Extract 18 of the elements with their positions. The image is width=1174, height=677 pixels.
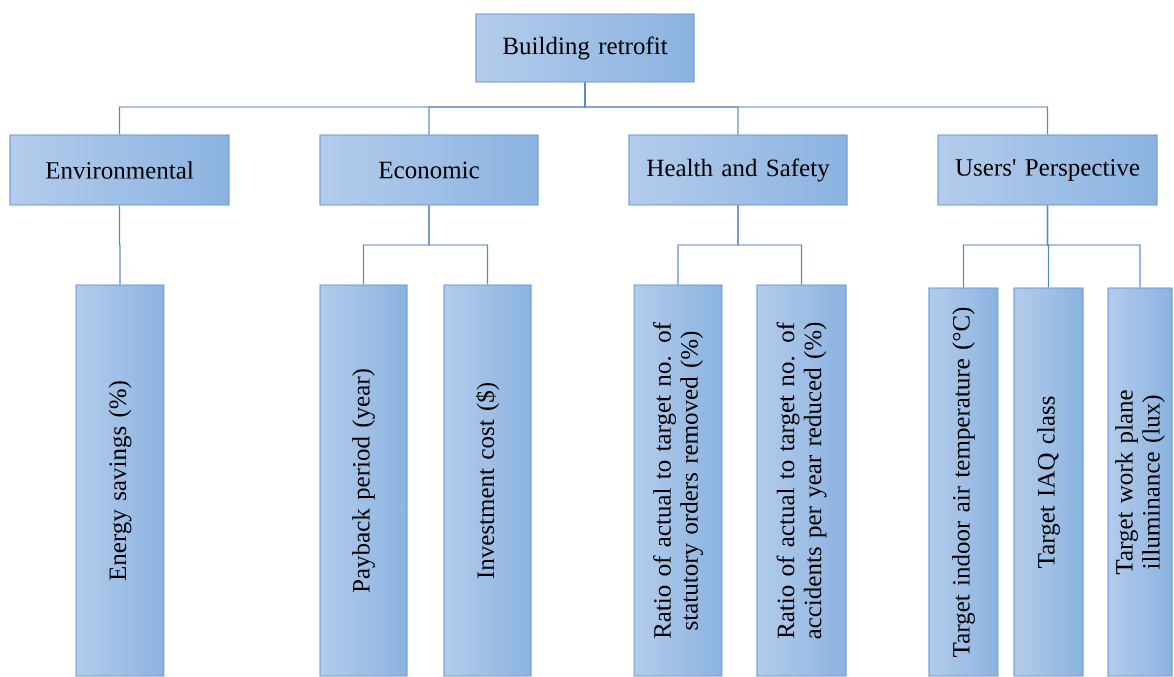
metric-box: Energy savings (%): [75, 284, 165, 677]
metric-box: Payback period (year): [319, 284, 408, 677]
connector-line: [584, 82, 1049, 135]
category-box: Economic: [319, 134, 539, 206]
metric-box: Target indoor air temperature (°C): [928, 287, 999, 677]
category-box: Users' Perspective: [937, 134, 1158, 206]
category-box: Environmental: [9, 134, 230, 206]
connector-line: [428, 205, 489, 285]
metric-box: Target IAQ class: [1013, 287, 1084, 677]
connector-line: [1046, 205, 1141, 288]
metric-box: Ratio of actual to target no. of accidents per year reduced (%): [756, 284, 847, 677]
connector-line: [737, 205, 803, 285]
category-box: Health and Safety: [628, 134, 848, 206]
metric-box: Target work plane illuminance (lux): [1107, 287, 1173, 677]
root-box: Building retrofit: [475, 13, 695, 83]
connector-line: [118, 205, 121, 285]
metric-box: Investment cost ($): [443, 284, 532, 677]
metric-box: Ratio of actual to target no. of statutory orders removed (%): [633, 284, 723, 677]
